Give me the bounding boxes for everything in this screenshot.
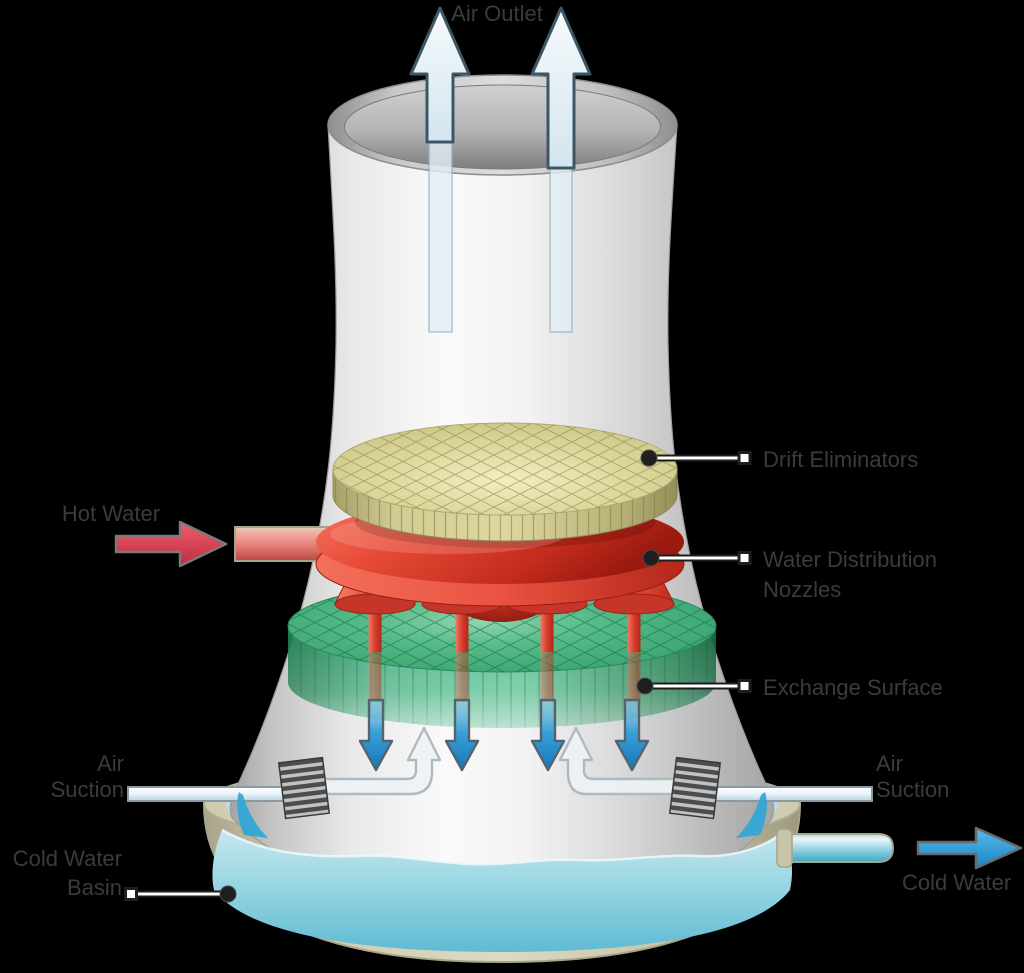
drift-disc-side-stripes bbox=[333, 469, 677, 541]
air-column-left bbox=[428, 134, 453, 333]
label-exchange-surface: Exchange Surface bbox=[763, 675, 943, 700]
exchange-surface-side-stripes bbox=[288, 626, 716, 728]
drift-eliminators-disc bbox=[332, 422, 678, 542]
water-edge-left bbox=[237, 792, 268, 838]
up-arrow-icon bbox=[409, 6, 471, 144]
nozzle-rim bbox=[593, 593, 675, 615]
leader-square bbox=[737, 679, 752, 693]
leader-water-distribution-nozzles bbox=[642, 549, 752, 567]
leader-drift-eliminators bbox=[640, 449, 752, 467]
leader-dot bbox=[636, 677, 654, 695]
water-stream-fade bbox=[627, 650, 641, 702]
leader-dot bbox=[640, 449, 658, 467]
water-stream bbox=[627, 602, 641, 652]
down-arrow-icon bbox=[530, 698, 566, 772]
air-column-right bbox=[549, 162, 573, 333]
air-outlet-flow bbox=[409, 6, 592, 333]
water-stream bbox=[540, 602, 554, 652]
down-arrow-icon bbox=[614, 698, 650, 772]
hot-water-arrow-icon bbox=[114, 520, 228, 568]
drift-disc-grid bbox=[333, 423, 677, 515]
water-edge-right bbox=[736, 792, 767, 838]
label-water-distribution-nozzles: Water Distribution Nozzles bbox=[763, 547, 938, 602]
louver-left bbox=[277, 756, 331, 820]
leader-exchange-surface bbox=[636, 677, 752, 695]
water-stream-fade bbox=[368, 650, 382, 702]
pipe-body bbox=[779, 833, 895, 863]
label-cold-water-basin: Cold Water Basin bbox=[12, 846, 122, 900]
water-front bbox=[212, 830, 792, 952]
cold-water-arrow-icon bbox=[916, 826, 1023, 870]
label-drift-eliminators: Drift Eliminators bbox=[763, 447, 919, 472]
cold-water-pipe bbox=[776, 828, 895, 868]
label-air-outlet: Air Outlet bbox=[451, 1, 543, 26]
water-line-highlight bbox=[221, 828, 785, 866]
water-stream bbox=[368, 602, 382, 652]
label-cold-water: Cold Water bbox=[902, 870, 1012, 895]
down-arrow-icon bbox=[444, 698, 480, 772]
leader-square bbox=[737, 551, 752, 565]
leader-dot bbox=[219, 885, 237, 903]
air-duct-left bbox=[127, 786, 301, 802]
tower-rim-inner bbox=[344, 84, 661, 170]
water-stream-fade bbox=[540, 650, 554, 702]
label-air-suction-left: Air Suction bbox=[50, 751, 124, 803]
falling-water-arrows bbox=[358, 698, 650, 772]
up-arrow-icon bbox=[530, 6, 592, 170]
down-arrow-icon bbox=[358, 698, 394, 772]
air-duct-right bbox=[699, 786, 873, 802]
air-suction-ducts bbox=[127, 756, 873, 820]
leader-cold-water-basin bbox=[124, 885, 237, 903]
pipe-collar bbox=[776, 828, 793, 868]
leader-square bbox=[737, 451, 752, 465]
basin-water-front bbox=[212, 828, 792, 952]
leader-square bbox=[124, 887, 138, 901]
water-stream-fade bbox=[455, 650, 469, 702]
leader-dot bbox=[642, 549, 660, 567]
label-air-suction-right: Air Suction bbox=[876, 751, 950, 803]
louver-right bbox=[668, 756, 722, 820]
label-hot-water: Hot Water bbox=[61, 501, 161, 526]
